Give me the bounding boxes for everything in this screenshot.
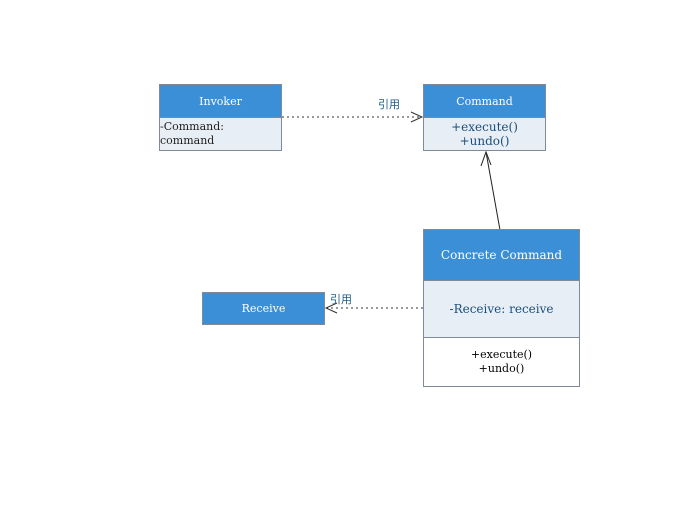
receive-class-name: Receive	[203, 293, 324, 324]
command-operation: +undo()	[459, 134, 510, 148]
concrete-receive-relation-label: 引用	[330, 293, 352, 306]
receive-class[interactable]: Receive	[202, 292, 325, 325]
command-class[interactable]: Command +execute() +undo()	[423, 84, 546, 151]
concrete-command-attribute: -Receive: receive	[449, 302, 554, 316]
concrete-command-generalization	[485, 151, 501, 231]
invoker-command-arrowhead	[410, 111, 424, 123]
invoker-attribute: -Command: command	[160, 120, 225, 147]
concrete-command-class-name: Concrete Command	[424, 230, 579, 281]
generalization-arrowhead	[480, 150, 492, 167]
invoker-class[interactable]: Invoker -Command: command	[159, 84, 282, 151]
concrete-receive-arrowhead	[324, 302, 338, 314]
invoker-class-name: Invoker	[160, 85, 281, 118]
command-class-name: Command	[424, 85, 545, 118]
invoker-command-relation-label: 引用	[378, 98, 400, 111]
concrete-command-operation: +undo()	[478, 362, 525, 375]
concrete-command-class[interactable]: Concrete Command -Receive: receive +exec…	[423, 229, 580, 387]
command-operation: +execute()	[451, 120, 518, 134]
concrete-command-attributes: -Receive: receive	[424, 281, 579, 338]
command-operations: +execute() +undo()	[424, 118, 545, 150]
concrete-command-operations: +execute() +undo()	[424, 338, 579, 386]
invoker-attributes: -Command: command	[160, 118, 281, 150]
concrete-command-operation: +execute()	[470, 348, 533, 361]
